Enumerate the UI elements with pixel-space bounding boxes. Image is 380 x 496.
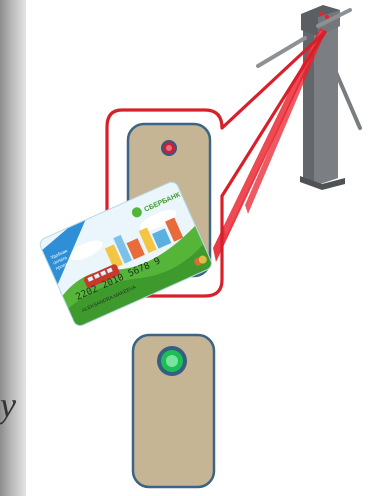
- nfc-reader-icon-lower: [133, 335, 214, 487]
- turnstile-icon: [258, 5, 360, 190]
